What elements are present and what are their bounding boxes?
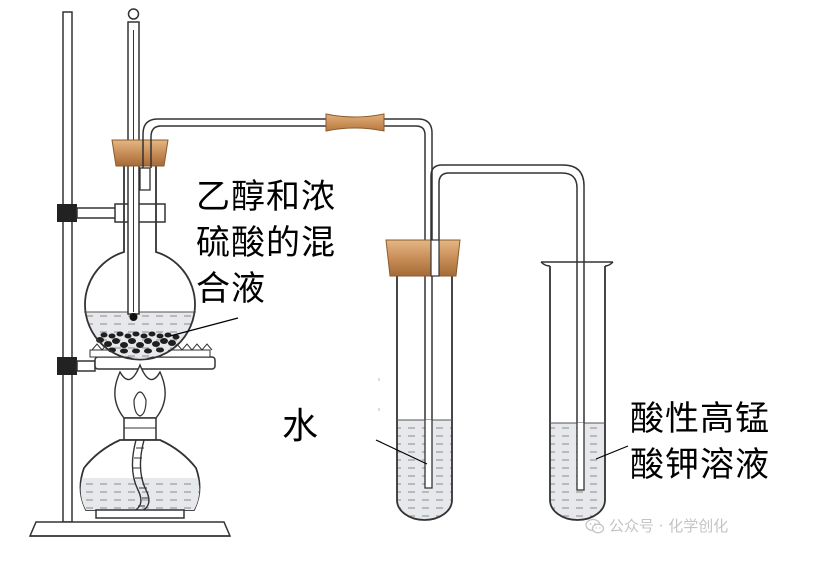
thermometer-top-ring <box>127 8 140 20</box>
delivery-tube-1 <box>142 118 433 420</box>
stand-rod <box>62 11 73 523</box>
watermark: 公众号 · 化学创化 <box>585 515 728 536</box>
gauze-platform <box>94 356 216 370</box>
ring-clamp-arm <box>76 360 96 372</box>
label-water: 水 <box>282 406 320 447</box>
flask-stopper <box>111 139 169 167</box>
leader-line-kmno4 <box>595 445 629 460</box>
flask-clamp <box>114 203 166 223</box>
thermometer-bulb <box>129 313 138 321</box>
rubber-connector <box>325 113 385 132</box>
upper-clamp-boss <box>57 204 77 222</box>
tube-1-stopper <box>385 239 461 277</box>
wick <box>131 439 150 513</box>
label-kmno4-line-1: 酸性高锰 <box>630 399 770 439</box>
round-bottom-flask <box>84 165 196 361</box>
leader-line-water <box>375 439 428 465</box>
label-kmno4-line-2: 酸钾溶液 <box>630 445 770 485</box>
upper-clamp-arm <box>76 207 118 219</box>
test-tube-water <box>396 262 453 521</box>
label-ethanol-sulfuric-acid-mixture: 乙醇和浓 硫酸的混 合液 <box>196 174 336 312</box>
ring-clamp-boss <box>57 357 77 375</box>
label-mixture-line-3: 合液 <box>196 269 266 309</box>
leader-line-mixture <box>169 317 239 337</box>
label-acidic-kmno4-solution: 酸性高锰 酸钾溶液 <box>630 396 770 488</box>
watermark-text: 公众号 · 化学创化 <box>609 517 729 535</box>
test-tube-kmno4 <box>540 261 614 521</box>
alcohol-lamp <box>79 363 201 519</box>
wechat-icon <box>585 518 605 534</box>
label-mixture-line-2: 硫酸的混 <box>196 223 336 263</box>
label-mixture-line-1: 乙醇和浓 <box>196 177 336 217</box>
thermometer <box>127 8 140 321</box>
boiling-chips <box>96 331 180 354</box>
stand-base <box>28 521 232 537</box>
